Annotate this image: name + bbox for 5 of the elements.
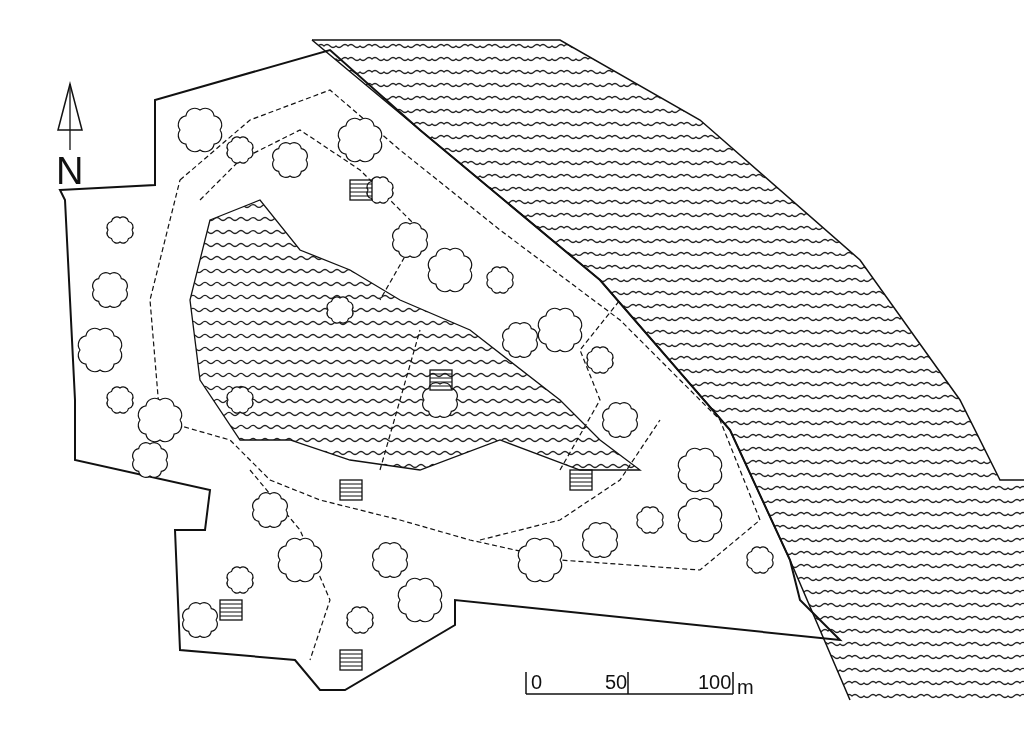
unit-label: m [737,677,754,697]
scale-label: 0 [531,672,543,692]
scale-label: 50 [605,672,628,692]
scale-label: 100 [698,672,732,692]
north-label: N [56,152,84,190]
